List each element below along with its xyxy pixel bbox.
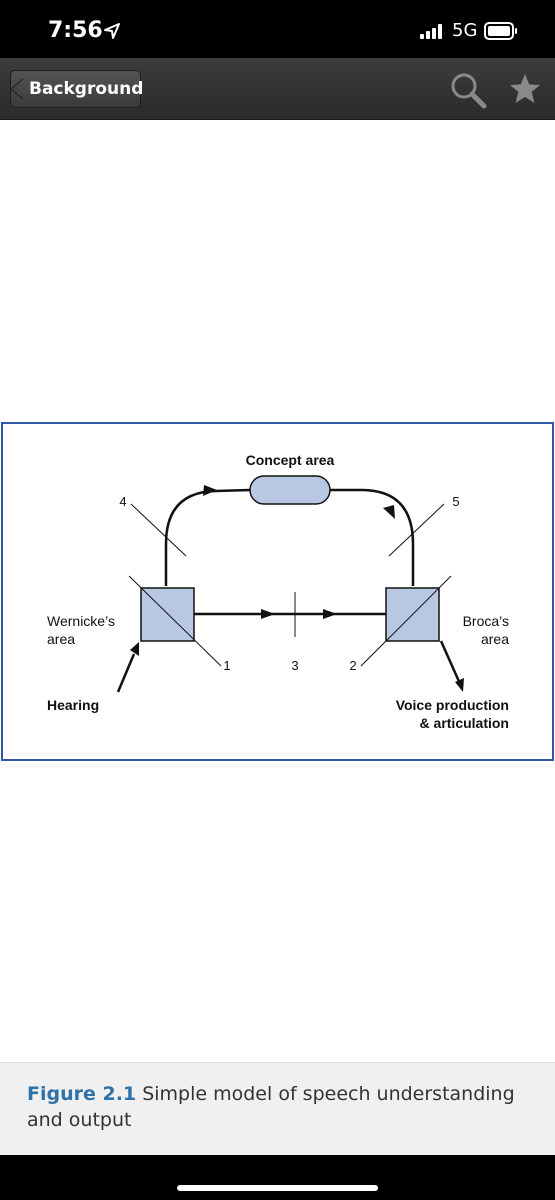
back-chevron-icon (10, 79, 24, 99)
voice-output-arrow (439, 640, 463, 687)
search-icon[interactable] (449, 71, 487, 109)
lesion-5-marker (388, 503, 445, 557)
concept-to-broca-path (330, 488, 415, 586)
content-area: Concept area (0, 120, 555, 1155)
location-arrow-icon (104, 23, 120, 39)
hearing-arrow (116, 653, 136, 693)
figure-caption: Figure 2.1 Simple model of speech unders… (0, 1062, 555, 1155)
wernicke-to-concept-path (164, 488, 251, 586)
concept-area-label: Concept area (246, 452, 335, 468)
back-button[interactable]: Background (10, 70, 144, 108)
speech-model-diagram: Concept area (47, 452, 509, 731)
broca-label-line2: area (481, 631, 509, 647)
back-button-label: Background (29, 79, 144, 99)
broca-label-line1: Broca’s (463, 613, 509, 629)
caption-text: Figure 2.1 Simple model of speech unders… (27, 1081, 527, 1133)
voice-label-line1: Voice production (396, 697, 509, 713)
navigation-bar: Background (0, 58, 555, 120)
wernicke-label-line1: Wernicke’s (47, 613, 115, 629)
lesion-label-1: 1 (223, 658, 230, 673)
star-icon[interactable] (508, 72, 542, 106)
cellular-signal-icon (420, 24, 442, 39)
network-type: 5G (452, 20, 478, 41)
voice-label-line2: & articulation (420, 715, 509, 731)
caption-figure-label: Figure 2.1 (27, 1083, 137, 1105)
lesion-label-4: 4 (119, 494, 126, 509)
concept-area-shape (249, 475, 331, 505)
lesion-4-marker (130, 503, 187, 557)
lesion-label-5: 5 (452, 494, 459, 509)
home-bar-area (0, 1155, 555, 1200)
home-indicator[interactable] (177, 1185, 378, 1191)
hearing-label: Hearing (47, 697, 99, 713)
status-bar: 7:56 5G (0, 0, 555, 58)
caption-description: Simple model of speech understanding and… (27, 1083, 515, 1131)
battery-icon (484, 22, 517, 40)
figure-frame: Concept area (1, 422, 554, 761)
lesion-label-2: 2 (349, 658, 356, 673)
wernicke-label-line2: area (47, 631, 75, 647)
lesion-label-3: 3 (291, 658, 298, 673)
status-time: 7:56 (48, 18, 103, 43)
